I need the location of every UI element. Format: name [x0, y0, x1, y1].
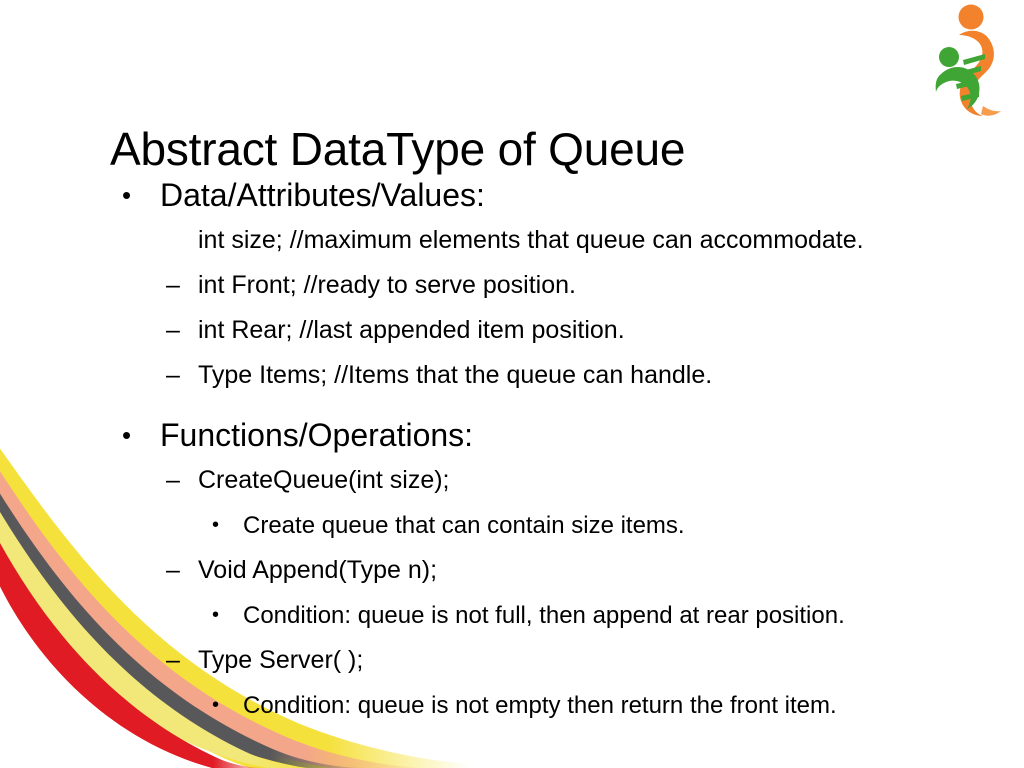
logo-helix-rung-1: [963, 54, 985, 65]
bullet-text: Create queue that can contain size items…: [243, 512, 685, 539]
slide-body: • Data/Attributes/Values: int size; //ma…: [0, 172, 1024, 728]
bullet-level2: – int Rear; //last appended item positio…: [0, 308, 1024, 353]
bullet-dash-icon: –: [166, 271, 180, 299]
bullet-text: int Front; //ready to serve position.: [198, 271, 576, 299]
bullet-text: Condition: queue is not empty then retur…: [243, 692, 837, 719]
bullet-level3: • Condition: queue is not empty then ret…: [0, 683, 1024, 728]
bullet-dot-icon: •: [212, 604, 220, 626]
logo-helix-rung-3: [956, 79, 977, 89]
logo-orange-head: [958, 4, 984, 30]
dna-helix-people-logo: [935, 4, 1001, 117]
bullet-text: Type Server( );: [198, 646, 364, 674]
bullet-dot-icon: •: [212, 514, 220, 536]
bullet-text: Functions/Operations:: [160, 417, 474, 453]
bullet-dash-icon: –: [166, 556, 180, 584]
bullet-level2-nomarker: int size; //maximum elements that queue …: [0, 218, 1024, 263]
bullet-level1: • Functions/Operations:: [0, 412, 1024, 458]
bullet-dash-icon: –: [166, 466, 180, 494]
bullet-dash-icon: –: [166, 316, 180, 344]
logo-green-head: [939, 47, 959, 67]
logo-helix-rung-4: [961, 92, 979, 101]
bullet-dot-icon: •: [122, 180, 132, 210]
bullet-dash-icon: –: [166, 646, 180, 674]
bullet-level3: • Create queue that can contain size ite…: [0, 503, 1024, 548]
bullet-text: int size; //maximum elements that queue …: [198, 226, 864, 254]
bullet-level2: – int Front; //ready to serve position.: [0, 263, 1024, 308]
bullet-text: CreateQueue(int size);: [198, 466, 450, 494]
bullet-level2: – Type Server( );: [0, 638, 1024, 683]
bullet-text: Data/Attributes/Values:: [160, 177, 485, 213]
bullet-dot-icon: •: [122, 420, 132, 450]
bullet-text: Void Append(Type n);: [198, 556, 438, 584]
bullet-level3: • Condition: queue is not full, then app…: [0, 593, 1024, 638]
bullet-dash-icon: –: [166, 361, 180, 389]
bullet-text: Type Items; //Items that the queue can h…: [198, 361, 713, 389]
logo-helix-rung-2: [958, 66, 981, 77]
logo-orange-tail: [981, 106, 1001, 116]
bullet-level1: • Data/Attributes/Values:: [0, 172, 1024, 218]
bullet-level2: – CreateQueue(int size);: [0, 458, 1024, 503]
logo-green-strand: [935, 66, 980, 109]
bullet-level2: – Void Append(Type n);: [0, 548, 1024, 593]
bullet-dot-icon: •: [212, 694, 220, 716]
section-spacer: [0, 398, 1024, 412]
page-title: Abstract DataType of Queue: [110, 122, 686, 175]
bullet-level2: – Type Items; //Items that the queue can…: [0, 353, 1024, 398]
bullet-text: Condition: queue is not full, then appen…: [243, 602, 845, 629]
bullet-text: int Rear; //last appended item position.: [198, 316, 625, 344]
